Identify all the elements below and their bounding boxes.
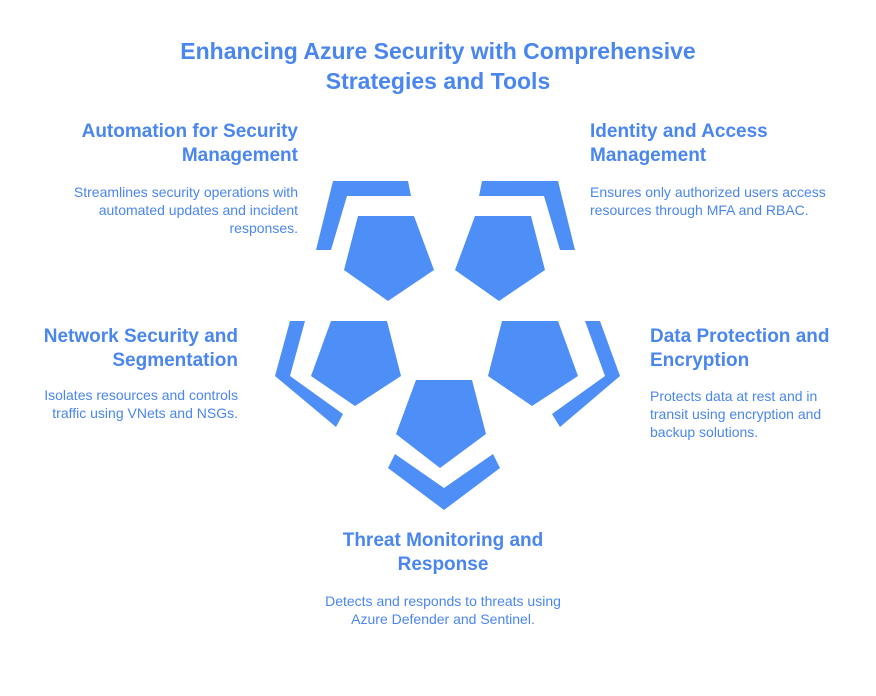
diagram-title: Enhancing Azure Security with Comprehens… (180, 38, 696, 94)
data-pentagon (488, 321, 578, 406)
automation-pentagon (344, 216, 434, 301)
identity-description: Ensures only authorized users access res… (590, 184, 826, 218)
network-pentagon (311, 321, 401, 406)
threat-pentagon (396, 380, 486, 468)
automation-heading: Automation for Security Management (81, 121, 298, 166)
data-bracket (552, 321, 620, 427)
identity-pentagon (455, 216, 545, 301)
network-bracket (275, 321, 343, 427)
network-description: Isolates resources and controls traffic … (44, 387, 238, 421)
threat-bracket (388, 454, 500, 510)
threat-heading: Threat Monitoring and Response (342, 530, 544, 575)
network-heading: Network Security and Segmentation (43, 326, 238, 371)
automation-bracket (316, 181, 411, 250)
data-heading: Data Protection and Encryption (650, 326, 830, 371)
threat-description: Detects and responds to threats using Az… (325, 593, 561, 627)
automation-description: Streamlines security operations with aut… (73, 184, 298, 236)
identity-bracket (479, 181, 575, 250)
data-description: Protects data at rest and in transit usi… (650, 388, 822, 440)
shape-layer (275, 181, 620, 510)
identity-heading: Identity and Access Management (590, 121, 768, 166)
